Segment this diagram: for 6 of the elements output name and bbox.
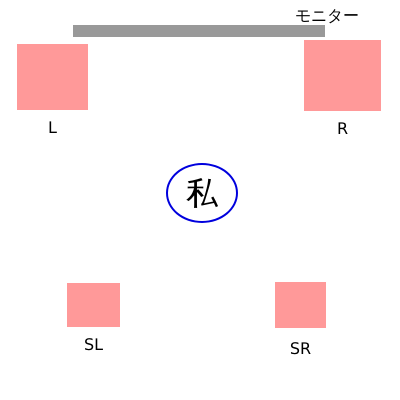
speaker-label: R [336, 120, 348, 138]
speaker-label: SL [84, 336, 104, 354]
speaker-label: L [48, 119, 57, 137]
listener-circle: 私 [166, 163, 238, 223]
monitor-label: モニター [295, 7, 359, 25]
speaker-label: SR [290, 340, 312, 358]
